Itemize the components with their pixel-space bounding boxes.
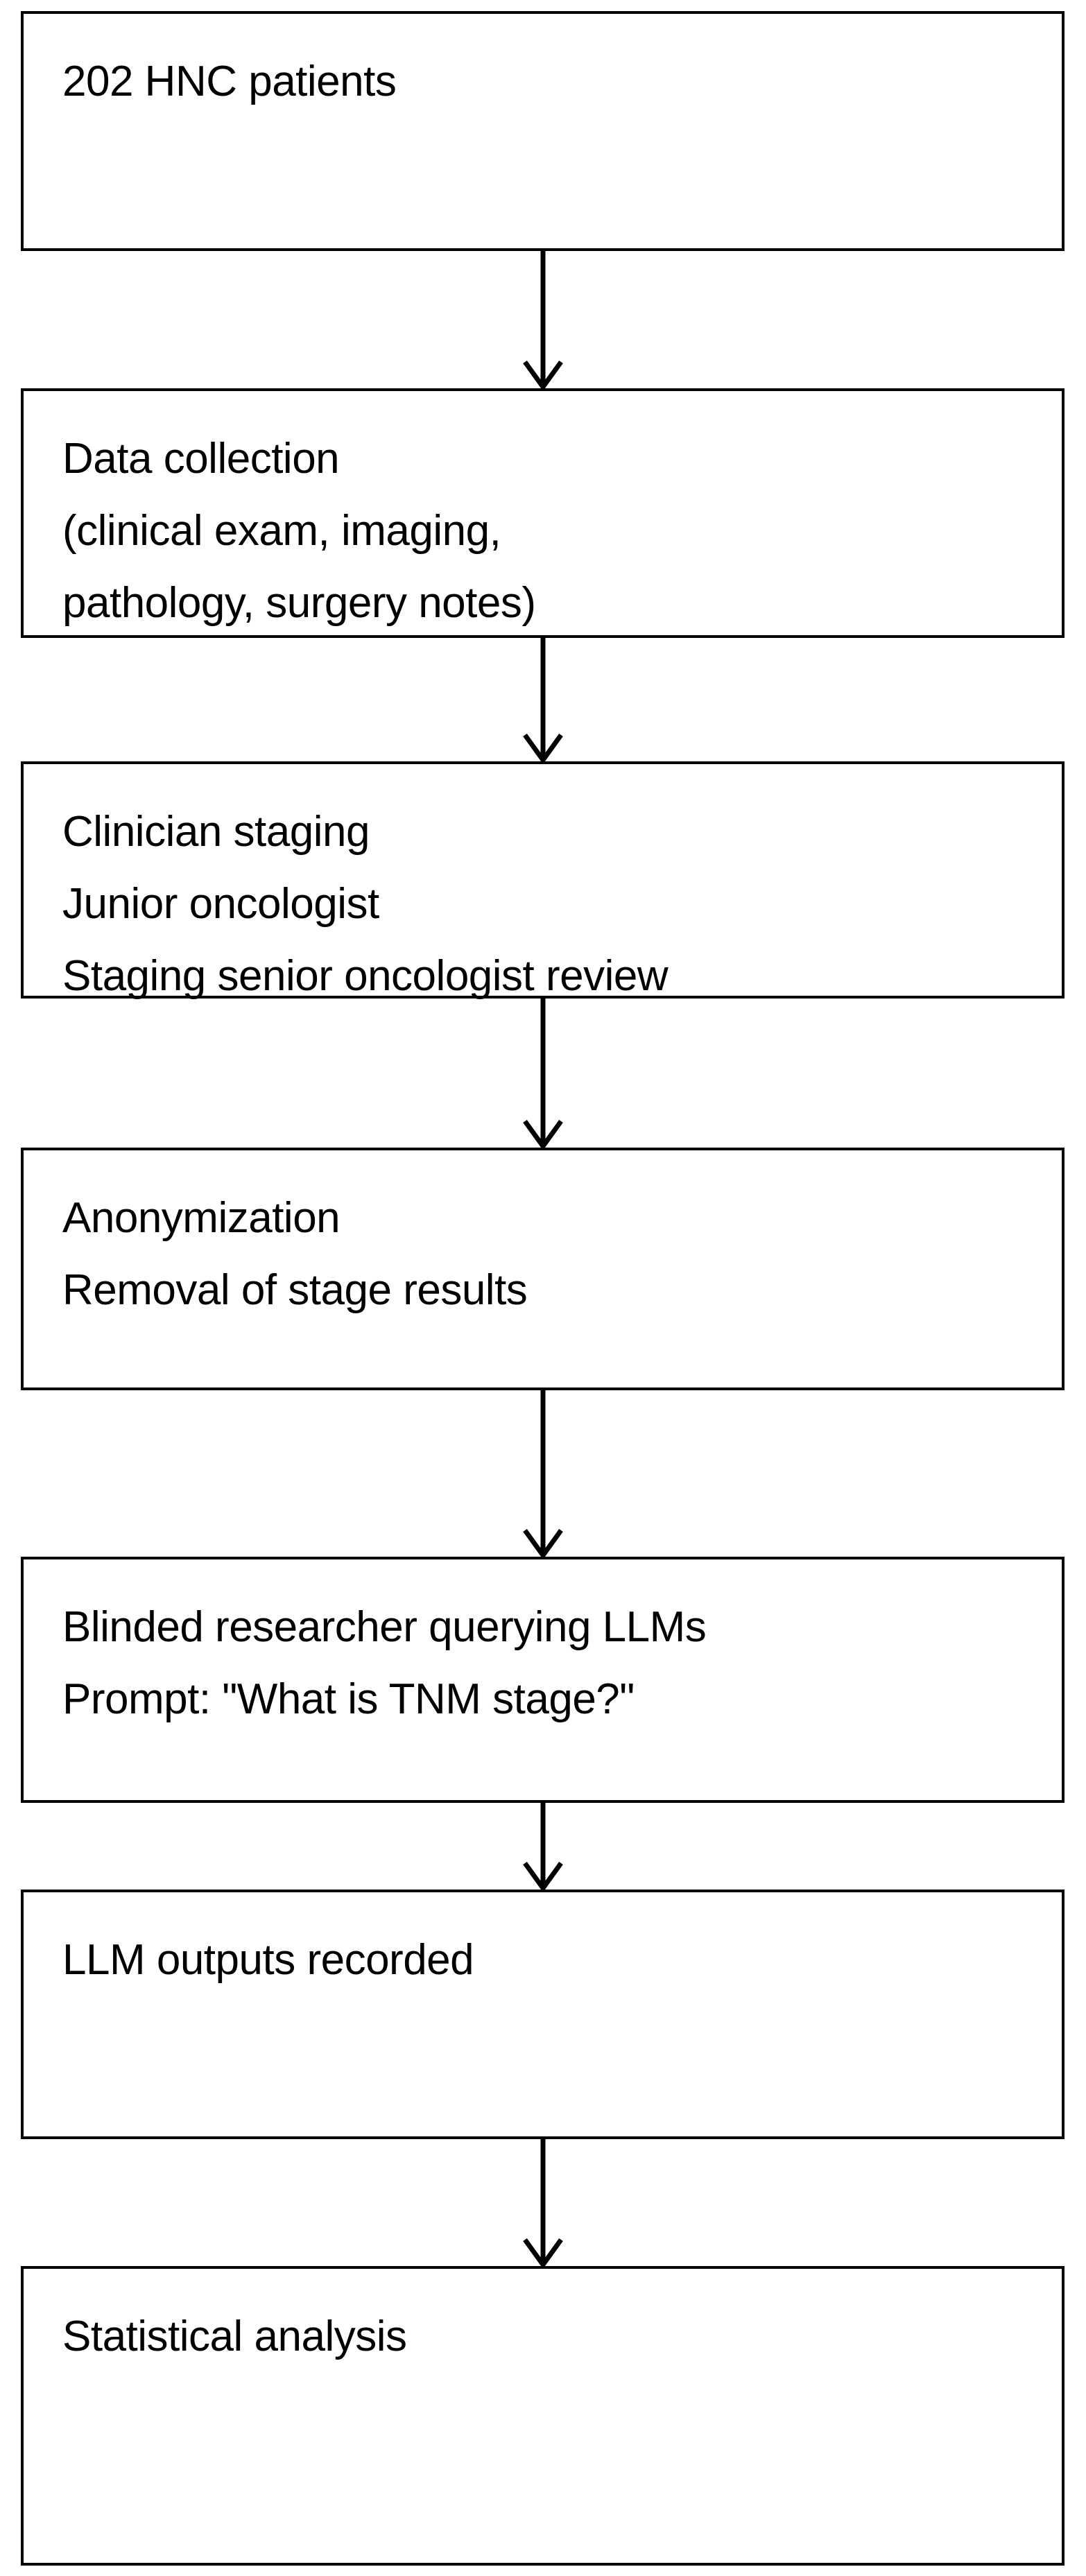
flowchart-arrow-blinded-query-to-llm-outputs: [0, 1803, 1086, 1892]
flowchart-arrow-llm-outputs-to-statistical-analysis: [0, 2139, 1086, 2269]
flowchart-arrow-anonymization-to-blinded-query: [0, 1390, 1086, 1559]
flowchart-node-patients-label: 202 HNC patients: [62, 58, 397, 105]
flowchart-node-clinician-staging: Clinician staging Junior oncologist Stag…: [21, 761, 1065, 1000]
flowchart-node-anonymization: Anonymization Removal of stage results: [21, 1148, 1065, 1390]
flowchart-node-patients: 202 HNC patients: [21, 11, 1065, 251]
flowchart-node-statistical-analysis: Statistical analysis: [21, 2266, 1065, 2566]
flowchart-node-statistical-analysis-label: Statistical analysis: [62, 2313, 407, 2360]
flowchart-arrow-clinician-staging-to-anonymization: [0, 999, 1086, 1150]
flowchart-node-data-collection-label: Data collection (clinical exam, imaging,…: [62, 435, 536, 627]
flowchart-node-anonymization-label: Anonymization Removal of stage results: [62, 1194, 528, 1314]
flowchart-node-blinded-query-label: Blinded researcher querying LLMs Prompt:…: [62, 1603, 707, 1723]
flowchart-node-llm-outputs-label: LLM outputs recorded: [62, 1936, 474, 1984]
flowchart-arrow-data-collection-to-clinician-staging: [0, 638, 1086, 764]
flowchart-node-data-collection: Data collection (clinical exam, imaging,…: [21, 388, 1065, 638]
flowchart-node-blinded-query: Blinded researcher querying LLMs Prompt:…: [21, 1557, 1065, 1803]
flowchart-node-clinician-staging-label: Clinician staging Junior oncologist Stag…: [62, 808, 669, 1000]
flowchart-node-llm-outputs: LLM outputs recorded: [21, 1890, 1065, 2139]
flowchart-arrow-patients-to-data-collection: [0, 251, 1086, 391]
